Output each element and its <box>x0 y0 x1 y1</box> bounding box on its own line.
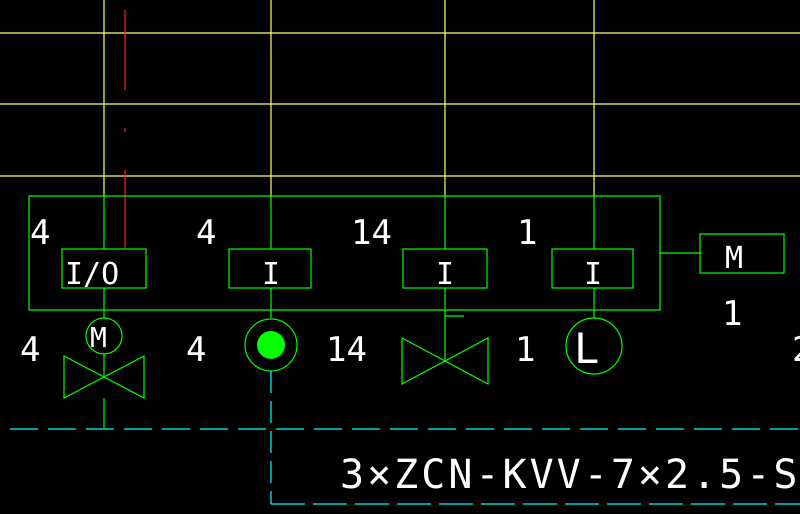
module-label-3: I <box>436 257 454 292</box>
level-sensor-icon <box>565 317 623 375</box>
right-edge-count: 2 <box>792 330 800 370</box>
device-count-2: 4 <box>186 330 206 370</box>
module-count-3: 14 <box>351 213 392 253</box>
module-label-1: I/O <box>65 257 119 292</box>
module-count-2: 4 <box>196 213 216 253</box>
side-module-box <box>699 233 785 274</box>
bus-lines <box>0 32 800 177</box>
module-label-2: I <box>262 257 280 292</box>
device-count-1: 4 <box>20 330 40 370</box>
equipment-panel <box>28 195 785 311</box>
module-box-4 <box>551 248 634 289</box>
module-count-1: 4 <box>30 213 50 253</box>
module-box-2 <box>228 248 312 289</box>
field-devices <box>63 288 623 428</box>
cable-label: 3×ZCN-KVV-7×2.5-SC <box>340 452 800 498</box>
device-count-3: 14 <box>326 330 367 370</box>
module-count-4: 1 <box>517 213 537 253</box>
cable-run <box>10 371 800 505</box>
side-module-count: 1 <box>722 294 742 334</box>
valve-icon <box>401 336 489 386</box>
panel-frame <box>28 195 661 311</box>
module-label-4: I <box>584 257 602 292</box>
device-count-4: 1 <box>515 330 535 370</box>
motor-label: M <box>90 321 107 354</box>
level-sensor-label: L <box>574 324 599 373</box>
drop-lines <box>103 0 595 196</box>
indicator-lamp-fill <box>257 331 285 359</box>
side-module-label: M <box>725 241 743 276</box>
motorized-valve-icon <box>63 355 145 399</box>
